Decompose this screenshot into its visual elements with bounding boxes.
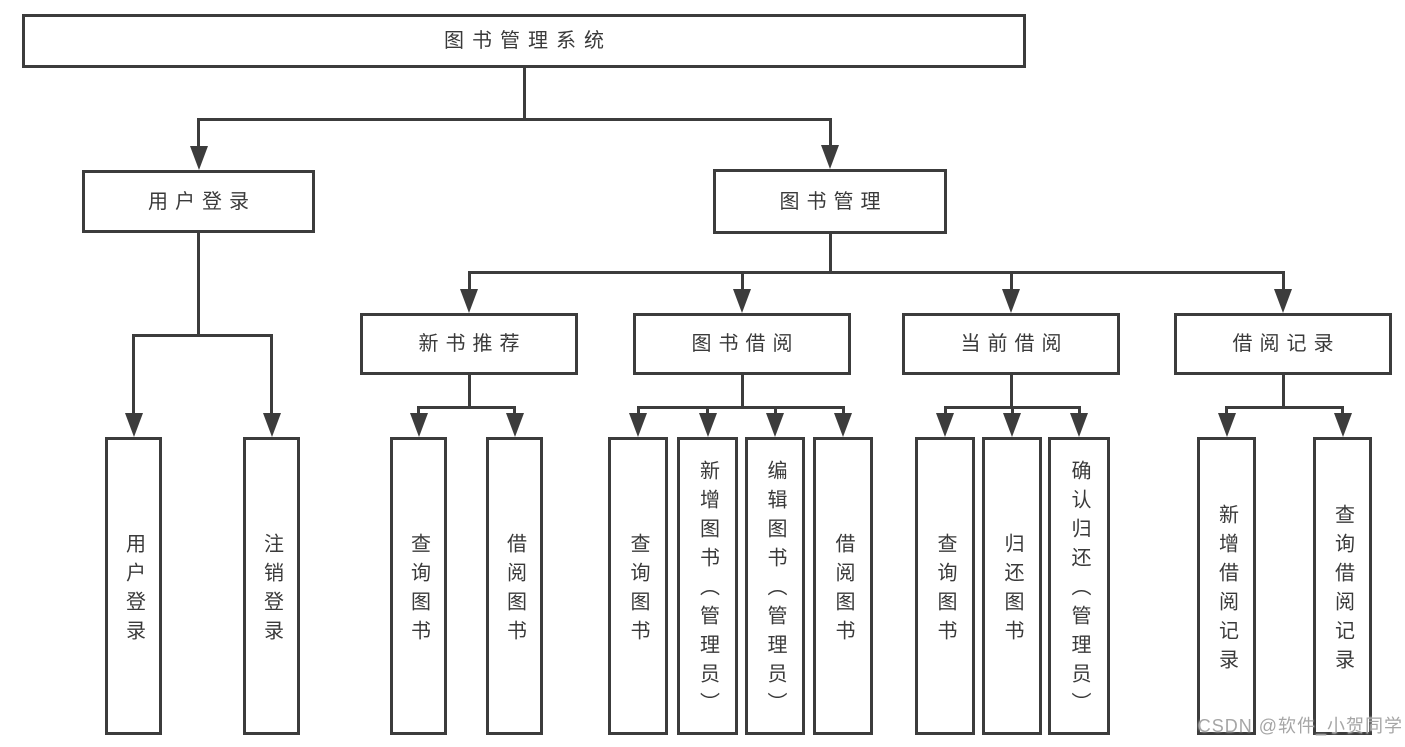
arrowhead-down-icon-user-login xyxy=(189,146,208,170)
connector-bar-root xyxy=(197,118,832,121)
node-v-add-borrow-record: 新增借阅记录 xyxy=(1197,437,1256,735)
node-v-query-borrow-record: 查询借阅记录 xyxy=(1313,437,1372,735)
arrowhead-down-icon-v-query-book-current xyxy=(936,413,954,437)
node-label-v-confirm-return: 确认归还（管理员） xyxy=(1068,460,1090,721)
connector-stem-book-borrow xyxy=(740,375,744,406)
connector-bar-book-borrow xyxy=(636,406,845,409)
arrowhead-down-icon-v-add-book xyxy=(698,413,717,437)
arrowhead-down-icon-borrow-records xyxy=(1274,289,1292,313)
node-label-v-query-book-borrow: 查询图书 xyxy=(627,532,649,649)
node-label-book-borrow: 图书借阅 xyxy=(691,333,800,355)
connector-bar-borrow-records xyxy=(1225,406,1344,409)
connector-stem-book-mgmt xyxy=(828,234,832,271)
connector-stem-current-borrow xyxy=(1009,375,1013,406)
connector-bar-book-mgmt xyxy=(467,271,1285,274)
node-label-v-user-login: 用户登录 xyxy=(122,532,145,649)
connector-drop-v-borrow-book-borrow xyxy=(841,406,845,419)
node-label-v-edit-book: 编辑图书（管理员） xyxy=(764,460,786,721)
connector-stem-root xyxy=(522,68,526,118)
connector-stem-user-login xyxy=(197,233,200,334)
node-label-v-borrow-book-newrec: 借阅图书 xyxy=(503,532,526,649)
node-label-v-query-book-newrec: 查询图书 xyxy=(407,532,430,649)
connector-drop-book-borrow xyxy=(740,271,744,295)
arrowhead-down-icon-v-borrow-book-borrow xyxy=(834,413,852,437)
connector-drop-v-borrow-book-newrec xyxy=(513,406,516,419)
arrowhead-down-icon-v-return-book xyxy=(1003,413,1021,437)
connector-bar-new-book-rec xyxy=(417,406,516,409)
arrowhead-down-icon-v-query-borrow-record xyxy=(1333,413,1352,437)
connector-drop-borrow-records xyxy=(1281,271,1285,295)
connector-stem-new-book-rec xyxy=(467,375,471,406)
connector-drop-v-query-book-borrow xyxy=(636,406,640,419)
node-label-v-add-book: 新增图书（管理员） xyxy=(696,460,719,721)
node-label-v-borrow-book-borrow: 借阅图书 xyxy=(832,532,854,649)
connector-bar-user-login xyxy=(132,334,273,337)
arrowhead-down-icon-v-edit-book xyxy=(766,413,784,437)
node-label-new-book-rec: 新书推荐 xyxy=(418,333,527,355)
csdn-watermark: CSDN @软件_小贺同学 xyxy=(1197,716,1403,736)
node-v-logout: 注销登录 xyxy=(243,437,300,735)
connector-drop-v-edit-book xyxy=(773,406,777,419)
connector-drop-v-query-book-newrec xyxy=(417,406,420,419)
node-label-borrow-records: 借阅记录 xyxy=(1232,333,1341,355)
node-v-borrow-book-borrow: 借阅图书 xyxy=(813,437,873,735)
arrowhead-down-icon-new-book-rec xyxy=(460,289,478,313)
node-label-user-login: 用户登录 xyxy=(148,190,256,213)
node-label-v-query-book-current: 查询图书 xyxy=(934,532,956,649)
node-current-borrow: 当前借阅 xyxy=(902,313,1120,375)
arrowhead-down-icon-v-query-book-borrow xyxy=(629,413,647,437)
connector-drop-v-query-borrow-record xyxy=(1341,406,1344,419)
node-new-book-rec: 新书推荐 xyxy=(360,313,578,375)
node-v-return-book: 归还图书 xyxy=(982,437,1042,735)
arrowhead-down-icon-v-confirm-return xyxy=(1070,413,1088,437)
arrowhead-down-icon-v-user-login xyxy=(124,413,143,437)
arrowhead-down-icon-v-borrow-book-newrec xyxy=(505,413,524,437)
node-label-v-logout: 注销登录 xyxy=(260,532,283,649)
node-v-add-book: 新增图书（管理员） xyxy=(677,437,738,735)
node-v-query-book-borrow: 查询图书 xyxy=(608,437,668,735)
connector-drop-v-confirm-return xyxy=(1077,406,1081,419)
node-borrow-records: 借阅记录 xyxy=(1174,313,1392,375)
connector-drop-new-book-rec xyxy=(467,271,471,295)
node-label-root: 图书管理系统 xyxy=(444,30,612,52)
connector-drop-user-login xyxy=(197,118,200,152)
node-root: 图书管理系统 xyxy=(22,14,1026,68)
node-v-edit-book: 编辑图书（管理员） xyxy=(745,437,805,735)
node-book-borrow: 图书借阅 xyxy=(633,313,851,375)
connector-drop-v-add-borrow-record xyxy=(1225,406,1228,419)
connector-drop-v-return-book xyxy=(1010,406,1014,419)
node-label-v-query-borrow-record: 查询借阅记录 xyxy=(1331,503,1354,678)
connector-drop-book-mgmt xyxy=(828,118,832,151)
node-label-book-mgmt: 图书管理 xyxy=(779,190,888,213)
arrowhead-down-icon-v-query-book-newrec xyxy=(409,413,428,437)
node-label-v-add-borrow-record: 新增借阅记录 xyxy=(1215,503,1238,678)
arrowhead-down-icon-v-logout xyxy=(262,413,281,437)
node-book-mgmt: 图书管理 xyxy=(713,169,947,234)
connector-drop-v-add-book xyxy=(706,406,709,419)
node-v-borrow-book-newrec: 借阅图书 xyxy=(486,437,543,735)
connector-drop-v-user-login xyxy=(132,334,135,419)
arrowhead-down-icon-book-mgmt xyxy=(821,145,839,169)
arrowhead-down-icon-current-borrow xyxy=(1002,289,1020,313)
node-v-query-book-newrec: 查询图书 xyxy=(390,437,447,735)
node-v-confirm-return: 确认归还（管理员） xyxy=(1048,437,1110,735)
arrowhead-down-icon-book-borrow xyxy=(733,289,751,313)
connector-drop-v-logout xyxy=(270,334,273,419)
arrowhead-down-icon-v-add-borrow-record xyxy=(1217,413,1236,437)
connector-drop-v-query-book-current xyxy=(943,406,947,419)
node-label-v-return-book: 归还图书 xyxy=(1001,532,1023,649)
node-user-login: 用户登录 xyxy=(82,170,315,233)
connector-drop-current-borrow xyxy=(1009,271,1013,295)
node-v-query-book-current: 查询图书 xyxy=(915,437,975,735)
node-v-user-login: 用户登录 xyxy=(105,437,162,735)
connector-stem-borrow-records xyxy=(1281,375,1285,406)
node-label-current-borrow: 当前借阅 xyxy=(960,333,1069,355)
